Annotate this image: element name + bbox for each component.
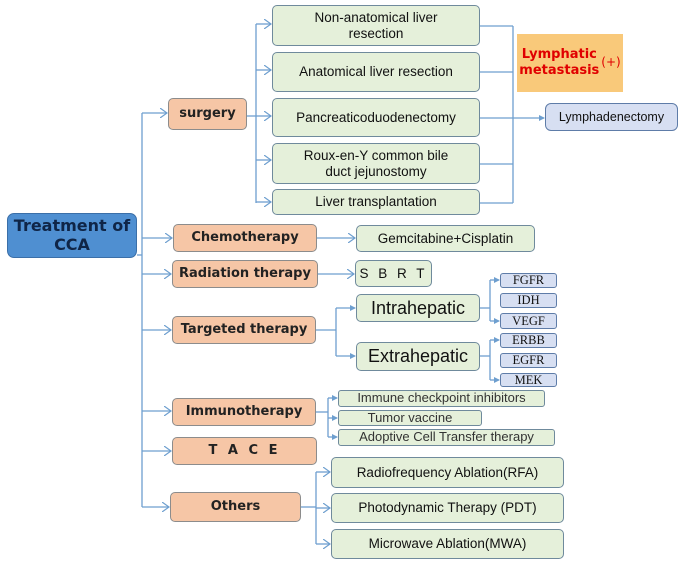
chemo-item-gemcitabine-cisplatin: Gemcitabine+Cisplatin [356, 225, 535, 252]
others-item-rfa: Radiofrequency Ablation(RFA) [331, 457, 564, 488]
gene-vegf: VEGF [500, 313, 557, 329]
others-item-mwa: Microwave Ablation(MWA) [331, 529, 564, 559]
category-chemotherapy: Chemotherapy [173, 224, 317, 252]
radiation-item-sbrt: S B R T [355, 260, 432, 287]
gene-fgfr: FGFR [500, 273, 557, 288]
surgery-item-roux-en-y: Roux-en-Y common bile duct jejunostomy [272, 143, 480, 184]
lymphatic-metastasis-note: Lymphatic metastasis (+) [517, 34, 623, 92]
gene-mek: MEK [500, 373, 557, 387]
root-label-line1: Treatment of [13, 216, 131, 236]
surgery-item-pancreaticoduodenectomy: Pancreaticoduodenectomy [272, 98, 480, 137]
non-anatomical-line2: resection [348, 25, 404, 41]
immuno-item-checkpoint-inhibitors: Immune checkpoint inhibitors [338, 390, 545, 407]
immuno-item-tumor-vaccine: Tumor vaccine [338, 410, 482, 426]
gene-idh: IDH [500, 293, 557, 308]
roux-line1: Roux-en-Y common bile [303, 147, 449, 163]
category-others: Others [170, 492, 301, 522]
lymphatic-line1: Lymphatic [521, 47, 597, 63]
surgery-item-non-anatomical-resection: Non-anatomical liver resection [272, 5, 480, 46]
targeted-item-extrahepatic: Extrahepatic [356, 342, 480, 371]
root-node: Treatment of CCA [7, 213, 137, 258]
non-anatomical-line1: Non-anatomical liver [314, 9, 438, 25]
category-targeted-therapy: Targeted therapy [172, 316, 316, 344]
gene-erbb: ERBB [500, 333, 557, 348]
others-item-pdt: Photodynamic Therapy (PDT) [331, 493, 564, 523]
lymphadenectomy-node: Lymphadenectomy [545, 103, 678, 131]
roux-line2: duct jejunostomy [325, 163, 427, 179]
targeted-item-intrahepatic: Intrahepatic [356, 294, 480, 322]
category-immunotherapy: Immunotherapy [172, 398, 316, 426]
category-radiation-therapy: Radiation therapy [172, 260, 318, 288]
gene-egfr: EGFR [500, 353, 557, 368]
root-label-line2: CCA [54, 234, 90, 254]
lymphatic-line2: metastasis [519, 63, 600, 78]
immuno-item-adoptive-cell-transfer: Adoptive Cell Transfer therapy [338, 429, 555, 446]
category-surgery: surgery [168, 98, 247, 130]
category-tace: T A C E [172, 437, 317, 465]
surgery-item-liver-transplantation: Liver transplantation [272, 189, 480, 215]
lymphatic-positive-sign: (+) [601, 55, 621, 70]
surgery-item-anatomical-resection: Anatomical liver resection [272, 52, 480, 92]
